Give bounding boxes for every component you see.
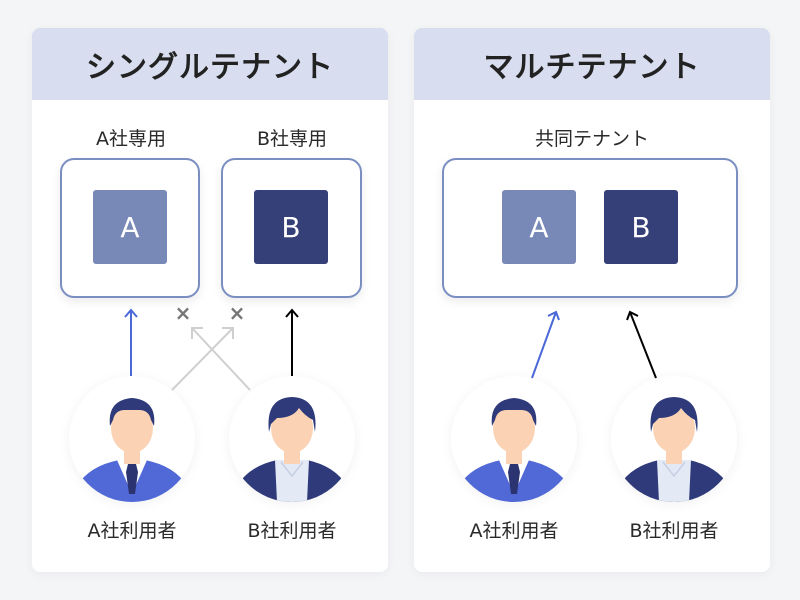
single-tenant-arrows: × × xyxy=(124,301,299,391)
tenant-a-box: A xyxy=(60,158,200,298)
user-b-avatar xyxy=(611,376,737,502)
tenant-b-box: B xyxy=(221,158,362,298)
single-tenant-title: シングルテナント xyxy=(32,28,388,100)
user-b-label: B社利用者 xyxy=(247,520,337,542)
arrow-user-b-to-tenant-b xyxy=(285,308,299,376)
blocked-arrow-a-to-b xyxy=(171,327,234,391)
businessman-icon xyxy=(77,398,187,502)
user-a-label: A社利用者 xyxy=(87,520,177,542)
businessman-icon xyxy=(459,398,569,502)
shared-tenant-box: A B xyxy=(442,158,738,298)
multi-tenant-title: マルチテナント xyxy=(414,28,770,100)
user-b-avatar xyxy=(229,376,355,502)
businessman-icon xyxy=(237,397,347,502)
shared-tenant-label: 共同テナント xyxy=(534,128,649,150)
businessman-icon xyxy=(619,397,729,502)
arrow-user-a-to-shared-tenant xyxy=(531,310,560,379)
user-b-label: B社利用者 xyxy=(629,520,719,542)
blocked-mark-icon: × xyxy=(175,301,192,325)
user-a-label: A社利用者 xyxy=(469,520,559,542)
single-tenant-panel: シングルテナント A社専用 B社専用 A B A社利用者 B社利用者 xyxy=(32,28,388,572)
user-a-avatar xyxy=(69,376,195,502)
data-b-block: B xyxy=(604,190,678,264)
data-a-block: A xyxy=(502,190,576,264)
data-a-block: A xyxy=(93,190,167,264)
tenant-a-label: A社専用 xyxy=(96,128,166,150)
blocked-arrow-b-to-a xyxy=(191,327,251,391)
multi-tenant-panel: マルチテナント 共同テナント A B A社利用者 B社利用者 xyxy=(414,28,770,572)
multi-tenant-arrows xyxy=(531,310,657,379)
tenant-b-label: B社専用 xyxy=(256,128,328,150)
arrow-user-b-to-shared-tenant xyxy=(626,310,657,379)
blocked-mark-icon: × xyxy=(229,301,246,325)
user-a-avatar xyxy=(451,376,577,502)
arrow-user-a-to-tenant-a xyxy=(124,308,138,376)
data-b-block: B xyxy=(254,190,328,264)
